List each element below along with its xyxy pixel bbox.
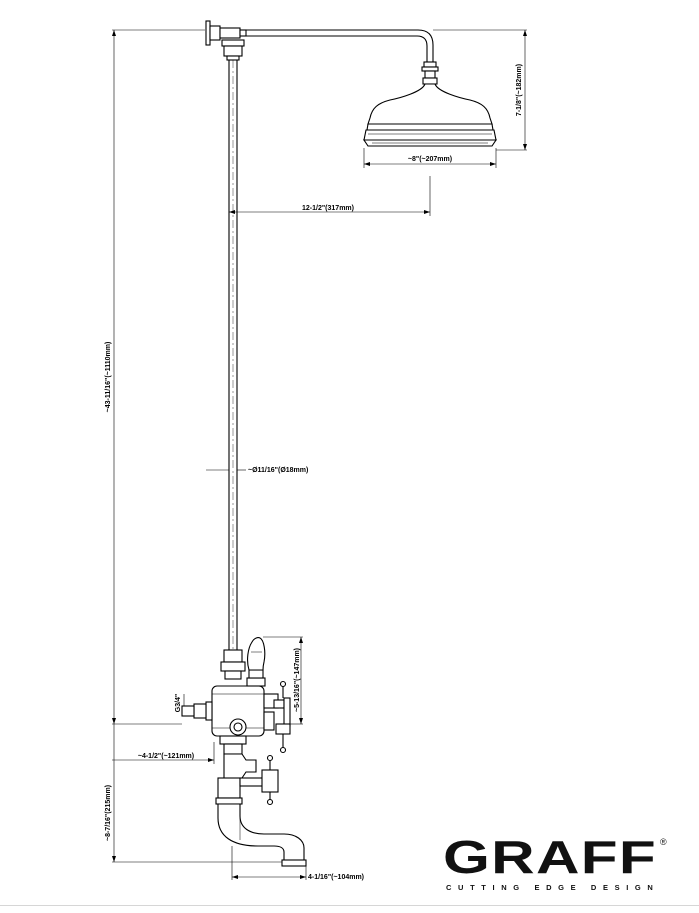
tub-spout	[215, 754, 307, 867]
shower-head	[362, 83, 498, 147]
arm-reach-label: 12-1/2"(317mm)	[302, 205, 354, 212]
brand-tagline: CUTTING EDGE DESIGN	[446, 883, 658, 892]
wall-offset-label: ~4-1/2"(~121mm)	[138, 753, 194, 760]
head-height-label: 7-1/8"(~182mm)	[516, 64, 523, 116]
spout-reach-label: 4-1/16"(~104mm)	[308, 874, 364, 881]
graff-logo: GRAFF ® CUTTING EDGE DESIGN	[443, 831, 667, 892]
pipe-diameter-label: ~Ø11/16"(Ø18mm)	[248, 467, 308, 474]
head-diameter-label: ~8"(~207mm)	[408, 156, 452, 163]
shower-arm	[205, 20, 439, 85]
total-height-label: ~43-11/16"(~1110mm)	[105, 342, 112, 413]
mixing-valve	[181, 637, 291, 779]
handle-height-label: ~5-13/16"(~147mm)	[294, 648, 301, 712]
inlet-thread-label: G3/4"	[175, 694, 182, 713]
registered-mark: ®	[660, 837, 667, 847]
spout-drop-label: ~8-7/16"(215mm)	[105, 785, 112, 841]
riser-pipe	[220, 39, 246, 680]
dimension-lines	[112, 29, 527, 880]
footer-divider	[0, 905, 699, 906]
brand-name: GRAFF	[443, 831, 657, 883]
